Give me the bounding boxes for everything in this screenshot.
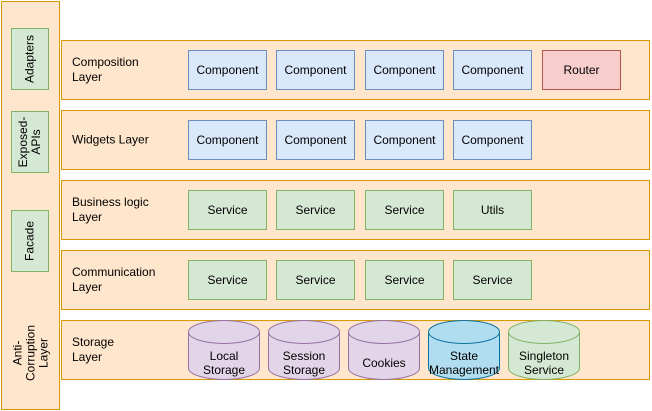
exposed-apis-label: Exposed- APIs	[16, 116, 43, 168]
widgets-layer-label: Widgets Layer	[72, 132, 149, 147]
communication-service-1: Service	[188, 260, 267, 300]
business-service-3: Service	[365, 190, 444, 230]
widgets-component-2: Component	[276, 120, 355, 160]
communication-layer: Communication Layer	[61, 250, 650, 310]
business-service-1: Service	[188, 190, 267, 230]
widgets-layer: Widgets Layer	[61, 110, 650, 170]
cylinder-shape	[428, 320, 500, 380]
adapters-label: Adapters	[22, 34, 37, 84]
singleton-service-cylinder: Singleton Service	[508, 320, 580, 380]
composition-component-1: Component	[188, 50, 267, 90]
adapters-tab: Adapters	[11, 28, 49, 90]
business-logic-layer: Business logic Layer	[61, 180, 650, 240]
composition-component-4: Component	[453, 50, 532, 90]
session-storage-label: Session Storage	[282, 349, 326, 377]
cylinder-shape	[508, 320, 580, 380]
business-logic-layer-label: Business logic Layer	[72, 195, 149, 224]
cylinder-shape	[188, 320, 260, 380]
communication-service-2: Service	[276, 260, 355, 300]
state-management-cylinder: State Management	[428, 320, 500, 380]
local-storage-label: Local Storage	[202, 349, 246, 377]
router-box: Router	[542, 50, 621, 90]
utils-box: Utils	[453, 190, 532, 230]
cylinder-shape	[348, 320, 420, 380]
widgets-component-3: Component	[365, 120, 444, 160]
facade-label: Facade	[22, 220, 37, 262]
composition-layer-label: Composition Layer	[72, 55, 139, 84]
cookies-label: Cookies	[362, 356, 406, 370]
cylinder-shape	[268, 320, 340, 380]
composition-component-3: Component	[365, 50, 444, 90]
widgets-component-4: Component	[453, 120, 532, 160]
business-service-2: Service	[276, 190, 355, 230]
communication-service-3: Service	[365, 260, 444, 300]
storage-layer-label: Storage Layer	[72, 335, 115, 364]
composition-component-2: Component	[276, 50, 355, 90]
local-storage-cylinder: Local Storage	[188, 320, 260, 380]
communication-layer-label: Communication Layer	[72, 265, 156, 294]
cookies-cylinder: Cookies	[348, 320, 420, 380]
singleton-service-label: Singleton Service	[518, 349, 570, 377]
facade-tab: Facade	[11, 210, 49, 272]
state-management-label: State Management	[428, 349, 500, 377]
exposed-apis-tab: Exposed- APIs	[11, 111, 49, 173]
communication-service-4: Service	[453, 260, 532, 300]
anti-corruption-layer-label: Anti- Corruption Layer	[10, 324, 50, 382]
session-storage-cylinder: Session Storage	[268, 320, 340, 380]
widgets-component-1: Component	[188, 120, 267, 160]
anti-corruption-layer-region: Anti- Corruption Layer	[1, 308, 60, 398]
